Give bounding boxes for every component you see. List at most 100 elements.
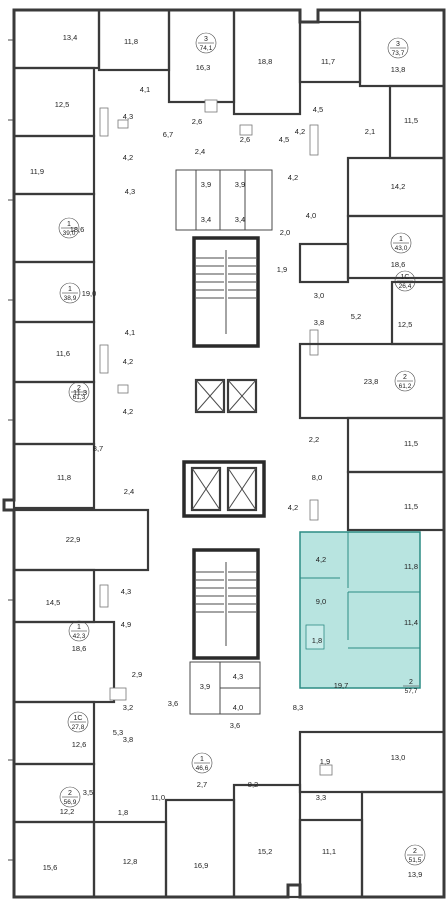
right-apartments <box>298 8 446 899</box>
room-area-label: 12,6 <box>72 740 87 749</box>
badge-rooms: 1С <box>74 715 83 722</box>
room-area-label: 4,3 <box>123 112 133 121</box>
badge-total: 27,8 <box>72 724 85 731</box>
badge-ring <box>390 232 412 254</box>
room-area-label: 1,8 <box>118 808 128 817</box>
badge-ring <box>59 786 81 808</box>
highlighted-room-area: 1,8 <box>312 636 322 645</box>
highlighted-room-area: 4,2 <box>316 555 326 564</box>
room-area-label: 3,6 <box>168 699 178 708</box>
room-area-label: 5,2 <box>351 312 361 321</box>
room-area-label: 22,9 <box>66 535 81 544</box>
highlighted-apartment[interactable] <box>299 531 421 689</box>
highlighted-apartment-badge[interactable]: 257,7 <box>403 679 419 695</box>
room-area-label: 2,4 <box>124 487 134 496</box>
badge-ring <box>394 270 416 292</box>
apartment-badge[interactable]: 1С 27,8 <box>67 711 89 733</box>
room-area-label: 4,2 <box>123 407 133 416</box>
apartment-badge[interactable]: 261,2 <box>394 370 416 392</box>
room-area-label: 8,0 <box>312 473 322 482</box>
room-area-label: 3,9 <box>200 682 210 691</box>
badge-ring <box>58 217 80 239</box>
stair-treads-upper <box>196 257 256 299</box>
room-area-label: 18,8 <box>258 57 273 66</box>
room-area-label: 18,6 <box>70 225 85 234</box>
badge-total: 26,4 <box>399 283 412 290</box>
room-area-label: 8,2 <box>248 780 258 789</box>
highlighted-room-area: 11,4 <box>404 618 418 627</box>
apartment-badge[interactable]: 143,0 <box>390 232 412 254</box>
badge-total: 43,0 <box>395 245 408 252</box>
room-area-label: 4,1 <box>125 328 135 337</box>
highlighted-room-area: 9,0 <box>316 597 326 606</box>
room-area-label: 13,0 <box>391 753 406 762</box>
badge-ring <box>404 844 426 866</box>
room-area-label: 15,6 <box>43 863 58 872</box>
highlighted-room-area: 11,8 <box>404 562 418 571</box>
badge-total: 57,7 <box>405 688 418 695</box>
room-area-label: 18,6 <box>391 260 406 269</box>
badge-total: 61,3 <box>73 394 86 401</box>
badge-total: 39,0 <box>63 230 76 237</box>
room-area-label: 3,4 <box>235 215 245 224</box>
badge-rooms: 3 <box>396 41 400 48</box>
room-area-label: 12,5 <box>398 320 413 329</box>
apartment-badge[interactable]: 256,9 <box>59 786 81 808</box>
apartment-badge[interactable]: 374,1 <box>195 32 217 54</box>
apartment-badges: 374,1373,7139,0143,0138,91С26,4261,2261,… <box>58 32 426 866</box>
room-area-label: 5,3 <box>113 728 123 737</box>
building-core <box>175 169 273 715</box>
room-area-label: 12,8 <box>123 857 138 866</box>
apartment-badge[interactable]: 146,6 <box>191 752 213 774</box>
room-area-label: 16,9 <box>194 861 209 870</box>
room-area-label: 11,5 <box>404 116 418 125</box>
room-area-label: 1,9 <box>277 265 287 274</box>
room-area-label: 2,0 <box>280 228 290 237</box>
room-area-label: 2,4 <box>195 147 205 156</box>
room-area-label: 11,7 <box>321 57 335 66</box>
room-area-label: 16,3 <box>196 63 211 72</box>
badge-rooms: 1 <box>77 624 81 631</box>
apartment-badge[interactable]: 142,3 <box>68 620 90 642</box>
apartment-badge[interactable]: 138,9 <box>59 282 81 304</box>
room-area-label: 4,2 <box>288 503 298 512</box>
left-apartments <box>12 8 302 899</box>
room-area-label: 15,2 <box>258 847 273 856</box>
apartment-badge[interactable]: 251,5 <box>404 844 426 866</box>
room-area-label: 3,9 <box>201 180 211 189</box>
room-area-label: 3,2 <box>123 703 133 712</box>
badge-rooms: 2 <box>403 374 407 381</box>
room-area-label: 3,3 <box>316 793 326 802</box>
room-area-label: 11,3 <box>73 388 87 397</box>
badge-total: 61,2 <box>399 383 412 390</box>
room-area-label: 18,6 <box>72 644 87 653</box>
room-area-label: 11,6 <box>56 349 70 358</box>
room-area-label: 4,5 <box>279 135 289 144</box>
room-area-label: 11,0 <box>151 793 165 802</box>
room-area-label: 3,4 <box>201 215 211 224</box>
apartment-badge[interactable]: 261,3 <box>68 381 90 403</box>
badge-total: 46,6 <box>196 765 209 772</box>
badge-rooms: 3 <box>204 36 208 43</box>
badge-total: 74,1 <box>200 45 213 52</box>
apartment-badge[interactable]: 373,7 <box>387 37 409 59</box>
room-area-label: 2,6 <box>192 117 202 126</box>
room-area-label: 2,7 <box>197 780 207 789</box>
room-area-label: 4,2 <box>123 153 133 162</box>
room-area-label: 11,8 <box>57 473 71 482</box>
room-area-label: 2,6 <box>240 135 250 144</box>
badge-rooms: 2 <box>409 679 413 686</box>
room-area-label: 11,5 <box>404 439 418 448</box>
room-area-label: 12,5 <box>55 100 70 109</box>
room-area-label: 4,0 <box>306 211 316 220</box>
apartment-badge[interactable]: 139,0 <box>58 217 80 239</box>
room-area-label: 4,2 <box>123 357 133 366</box>
bathroom-fixtures <box>99 99 333 776</box>
badge-ring <box>68 620 90 642</box>
room-area-label: 4,9 <box>121 620 131 629</box>
room-area-label: 11,9 <box>30 167 44 176</box>
room-area-label: 11,8 <box>124 37 138 46</box>
room-area-label: 13,9 <box>408 870 423 879</box>
